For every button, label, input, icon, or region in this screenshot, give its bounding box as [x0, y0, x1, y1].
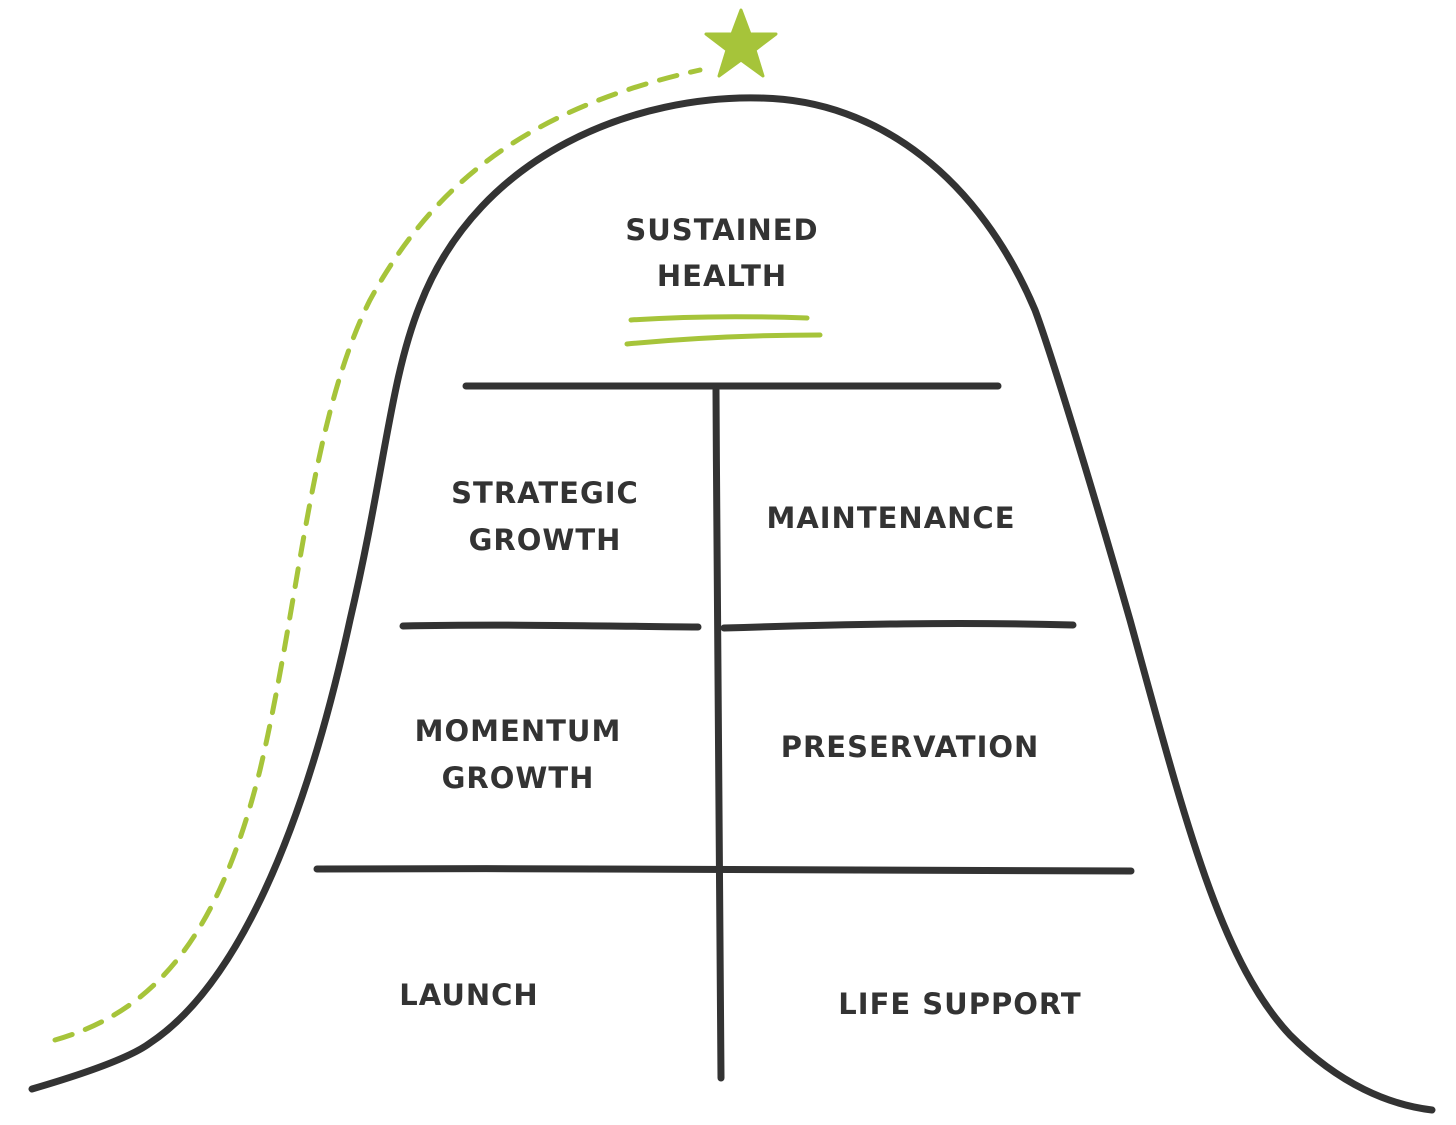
divider-middle-right — [720, 620, 1077, 632]
label-strategic-growth-line1: STRATEGIC — [451, 476, 639, 510]
label-preservation: PRESERVATION — [781, 730, 1040, 764]
label-strategic-growth-line2: GROWTH — [469, 523, 622, 557]
label-momentum-growth-line1: MOMENTUM — [415, 714, 622, 748]
label-sustained-health-line1: SUSTAINED — [625, 213, 818, 247]
label-life-support: LIFE SUPPORT — [838, 987, 1081, 1021]
highlight-underline-1 — [628, 314, 810, 323]
highlight-underline-2 — [624, 332, 823, 347]
growth-trajectory-dashed-line — [52, 67, 703, 1043]
divider-vertical — [712, 386, 725, 1082]
label-launch: LAUNCH — [399, 978, 538, 1012]
label-momentum-growth-line2: GROWTH — [442, 761, 595, 795]
label-maintenance: MAINTENANCE — [766, 501, 1015, 535]
bell-curve — [28, 94, 1436, 1114]
divider-middle-left — [399, 621, 702, 631]
star-icon — [704, 8, 778, 78]
label-sustained-health-line2: HEALTH — [657, 259, 787, 293]
divider-bottom — [313, 865, 1135, 875]
